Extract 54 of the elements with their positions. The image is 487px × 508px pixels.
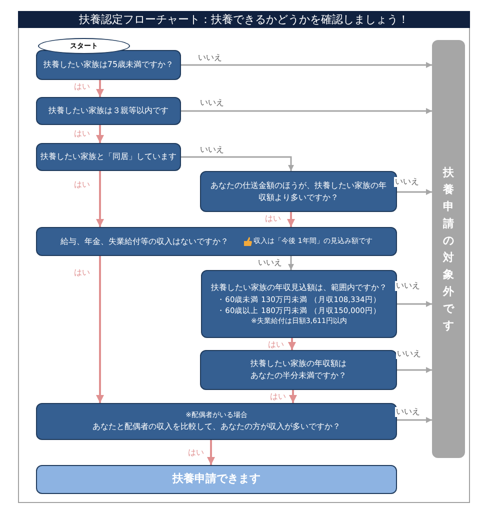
result-box: [36, 465, 397, 494]
arrow: [181, 62, 432, 68]
arrow: [397, 367, 432, 373]
question-box: [36, 227, 397, 256]
edge-label: はい: [264, 214, 282, 224]
arrow: [96, 171, 104, 227]
edge-label: いいえ: [257, 258, 283, 268]
question-text: 扶養したい家族と「同居」しています: [40, 151, 176, 163]
question-box: [36, 403, 397, 440]
result-text: 扶養申請できます: [172, 471, 260, 488]
arrow: [96, 80, 104, 97]
question-box: [201, 270, 397, 338]
arrow: [207, 440, 215, 465]
question-box: [200, 171, 397, 212]
edge-label: いいえ: [394, 177, 420, 187]
arrow: [96, 125, 104, 143]
edge-label: はい: [269, 392, 287, 402]
edge-label: はい: [73, 129, 91, 139]
arrow: [181, 156, 294, 171]
question-text: 扶養したい家族の年収額はあなたの半分未満ですか？: [250, 358, 348, 382]
question-text: 給与、年金、失業給付等の収入はないですか？: [60, 236, 229, 248]
edge-label: いいえ: [396, 349, 422, 359]
arrow: [289, 390, 297, 403]
edge-label: いいえ: [199, 145, 225, 155]
question-box: [36, 97, 181, 125]
start-ellipse: [38, 38, 130, 54]
edge-label: はい: [187, 448, 205, 458]
question-box: [36, 50, 181, 80]
arrow: [397, 301, 432, 307]
result-bar: [432, 40, 465, 458]
edge-label: いいえ: [199, 98, 225, 108]
edge-label: いいえ: [395, 407, 421, 417]
question-text: あなたの仕送金額のほうが、扶養したい家族の年収額より多いですか？: [210, 180, 388, 204]
question-text: 扶養したい家族は75歳未満ですか？: [43, 59, 174, 71]
edge-label: いいえ: [197, 53, 223, 63]
edge-label: いいえ: [395, 281, 421, 291]
arrow: [96, 256, 104, 403]
question-text: 扶養したい家族は３親等以内です: [48, 105, 168, 117]
edge-label: はい: [73, 268, 91, 278]
title-bar: 扶養認定フローチャート：扶養できるかどうかを確認しましょう！: [18, 11, 470, 28]
question-text: 扶養したい家族の年収見込額は、範囲内ですか？: [211, 282, 387, 294]
arrow: [287, 212, 295, 227]
edge-label: はい: [73, 180, 91, 190]
question-box: [36, 143, 181, 171]
arrow: [288, 256, 294, 270]
arrow: [397, 417, 432, 423]
question-box: [200, 350, 397, 390]
result-text: 扶養申請の対象外です: [443, 164, 454, 334]
arrow: [397, 189, 432, 195]
arrow: [288, 338, 296, 350]
edge-label: はい: [73, 82, 91, 92]
edge-label: はい: [267, 340, 285, 350]
arrow: [181, 108, 432, 114]
question-text: あなたと配偶者の収入を比較して、あなたの方が収入が多いですか？: [92, 420, 340, 433]
